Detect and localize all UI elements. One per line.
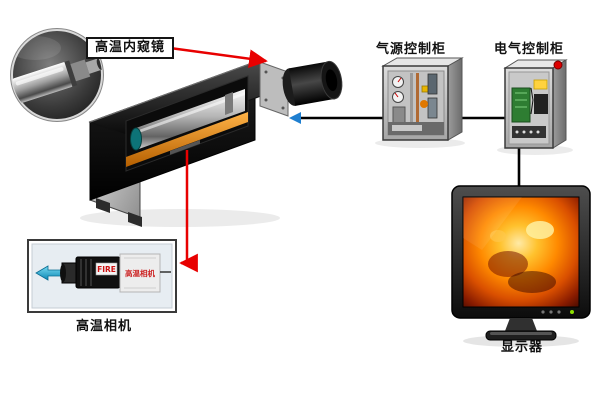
machine-cylinder-cap bbox=[130, 127, 142, 151]
furnace-image bbox=[463, 197, 556, 293]
connectors bbox=[169, 46, 521, 273]
endoscope-probe bbox=[12, 36, 102, 104]
relay-module bbox=[534, 94, 548, 114]
regulator-knob bbox=[420, 100, 428, 108]
power-led-icon bbox=[570, 310, 574, 314]
machine-cutaway bbox=[125, 75, 249, 172]
monitor bbox=[451, 185, 591, 341]
machine-foot bbox=[128, 212, 142, 227]
monitor-button[interactable] bbox=[549, 310, 553, 314]
copper-pipe bbox=[416, 73, 419, 131]
blue-arrow-icon bbox=[289, 112, 301, 124]
emergency-button-icon bbox=[553, 60, 563, 70]
warning-sticker bbox=[533, 79, 548, 90]
electric-cabinet-label: 电气控制柜 bbox=[494, 42, 565, 57]
air-cabinet-label: 气源控制柜 bbox=[376, 42, 447, 57]
monitor-button[interactable] bbox=[541, 310, 545, 314]
machine-foot bbox=[96, 198, 110, 213]
filter-unit bbox=[427, 97, 438, 119]
camera-unit-text: 高温相机 bbox=[125, 268, 155, 278]
inset-glare bbox=[12, 36, 61, 60]
circuit-board bbox=[511, 87, 531, 123]
red-connector-camera bbox=[179, 150, 198, 273]
camera-brand-plate bbox=[95, 262, 118, 276]
breaker-row bbox=[512, 126, 546, 138]
pipe bbox=[410, 73, 413, 131]
air-cabinet-side bbox=[447, 57, 463, 141]
red-connector-endoscope bbox=[169, 46, 268, 69]
monitor-stand-neck bbox=[505, 318, 537, 331]
monitor-label: 显示器 bbox=[500, 340, 543, 355]
endoscope-inset bbox=[10, 28, 104, 122]
filter-unit bbox=[427, 73, 438, 95]
camera-device: FIRE 高温相机 bbox=[60, 253, 171, 293]
machine-housing bbox=[88, 60, 343, 227]
camera-brand-text: FIRE bbox=[97, 265, 116, 274]
machine-motor bbox=[282, 60, 343, 106]
camera-inset: FIRE 高温相机 bbox=[27, 239, 177, 313]
electric-control-cabinet bbox=[503, 59, 568, 149]
electric-cabinet-side bbox=[552, 59, 567, 149]
air-control-cabinet bbox=[381, 57, 464, 141]
monitor-button[interactable] bbox=[557, 310, 561, 314]
machine-flange bbox=[259, 61, 289, 117]
camera-rear-unit bbox=[119, 253, 161, 293]
endoscope-label: 高温内窥镜 bbox=[86, 37, 175, 59]
camera-label: 高温相机 bbox=[75, 319, 132, 334]
machine-rail bbox=[126, 112, 248, 167]
